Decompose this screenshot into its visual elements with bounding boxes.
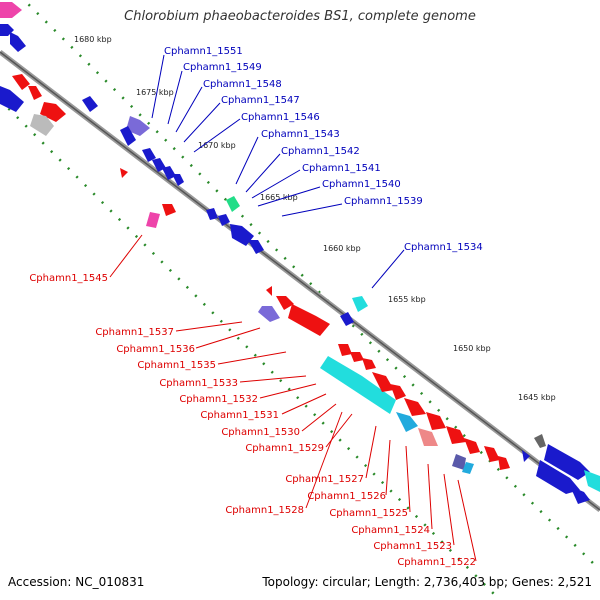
scale-label: 1670 kbp (198, 141, 236, 150)
gene-arrow[interactable] (426, 412, 446, 430)
gene-label[interactable]: Cphamn1_1534 (404, 242, 483, 253)
gene-arrow[interactable] (162, 166, 176, 180)
scale-labels: 1680 kbp 1675 kbp 1670 kbp 1665 kbp 1660… (74, 35, 556, 402)
gene-label[interactable]: Cphamn1_1540 (322, 179, 401, 190)
gene-label[interactable]: Cphamn1_1543 (261, 129, 340, 140)
scale-label: 1655 kbp (388, 295, 426, 304)
gene-arrow[interactable] (30, 114, 54, 136)
gene-arrow[interactable] (350, 352, 364, 362)
gene-label[interactable]: Cphamn1_1531 (200, 410, 279, 421)
gene-label[interactable]: Cphamn1_1536 (116, 344, 195, 355)
scale-label: 1645 kbp (518, 393, 556, 402)
scale-label: 1665 kbp (260, 193, 298, 202)
reverse-genes (0, 74, 510, 474)
gene-arrow[interactable] (142, 148, 156, 162)
gene-label[interactable]: Cphamn1_1537 (95, 327, 174, 338)
gene-arrow[interactable] (452, 454, 466, 470)
gene-arrow[interactable] (12, 74, 30, 90)
gene-arrow[interactable] (418, 428, 438, 446)
gene-label[interactable]: Cphamn1_1546 (241, 112, 320, 123)
gene-arrow[interactable] (338, 344, 352, 356)
gene-arrow[interactable] (536, 460, 580, 494)
gene-arrow[interactable] (172, 174, 184, 186)
gene-label[interactable]: Cphamn1_1547 (221, 95, 300, 106)
gene-arrow[interactable] (258, 306, 280, 322)
gene-label[interactable]: Cphamn1_1532 (179, 394, 258, 405)
gene-label[interactable]: Cphamn1_1542 (281, 146, 360, 157)
gene-arrow[interactable] (226, 196, 240, 212)
gene-label[interactable]: Cphamn1_1523 (373, 541, 452, 552)
gene-arrow[interactable] (120, 168, 128, 178)
gene-arrow[interactable] (0, 86, 24, 112)
gene-arrow[interactable] (390, 384, 406, 400)
inner-tick-track (0, 99, 501, 600)
gene-arrow[interactable] (230, 224, 254, 246)
gene-arrow[interactable] (352, 296, 368, 312)
gene-label[interactable]: Cphamn1_1551 (164, 46, 243, 57)
gene-arrow[interactable] (276, 296, 294, 310)
gene-arrow[interactable] (372, 372, 394, 392)
scale-label: 1675 kbp (136, 88, 174, 97)
gene-arrow[interactable] (218, 214, 230, 226)
forward-gene-labels: Cphamn1_1551 Cphamn1_1549 Cphamn1_1548 C… (164, 46, 483, 253)
gene-arrow[interactable] (534, 434, 546, 448)
forward-leaders (151, 54, 405, 289)
map-title: Chlorobium phaeobacteroides BS1, complet… (124, 9, 476, 24)
gene-label[interactable]: Cphamn1_1530 (221, 427, 300, 438)
gene-arrow[interactable] (162, 204, 176, 216)
gene-arrow[interactable] (484, 446, 500, 462)
gene-arrow[interactable] (462, 462, 474, 474)
gene-label[interactable]: Cphamn1_1535 (137, 360, 216, 371)
outer-tick-track (22, 0, 600, 571)
forward-genes (0, 2, 600, 504)
gene-label[interactable]: Cphamn1_1533 (159, 378, 238, 389)
gene-arrow[interactable] (320, 356, 396, 414)
gene-arrow[interactable] (146, 212, 160, 228)
accession-text: Accession: NC_010831 (8, 575, 145, 589)
gene-arrow[interactable] (82, 96, 98, 112)
scale-label: 1650 kbp (453, 344, 491, 353)
gene-arrow[interactable] (340, 312, 354, 326)
gene-arrow[interactable] (522, 450, 530, 462)
gene-label[interactable]: Cphamn1_1549 (183, 62, 262, 73)
gene-label[interactable]: Cphamn1_1528 (225, 505, 304, 516)
genome-summary-text: Topology: circular; Length: 2,736,403 bp… (262, 575, 592, 589)
gene-label[interactable]: Cphamn1_1525 (329, 508, 408, 519)
gene-arrow[interactable] (266, 286, 272, 296)
scale-label: 1680 kbp (74, 35, 112, 44)
gene-arrow[interactable] (10, 32, 26, 52)
gene-arrow[interactable] (404, 398, 426, 416)
gene-label[interactable]: Cphamn1_1545 (29, 273, 108, 284)
gene-arrow[interactable] (288, 304, 330, 336)
reverse-gene-labels: Cphamn1_1545 Cphamn1_1537 Cphamn1_1536 C… (29, 273, 476, 568)
gene-label[interactable]: Cphamn1_1529 (245, 443, 324, 454)
gene-label[interactable]: Cphamn1_1541 (302, 163, 381, 174)
gene-arrow[interactable] (446, 426, 466, 444)
gene-label[interactable]: Cphamn1_1539 (344, 196, 423, 207)
gene-arrow[interactable] (396, 412, 418, 432)
gene-arrow[interactable] (206, 208, 218, 220)
gene-arrow[interactable] (464, 438, 480, 454)
reverse-leaders (109, 234, 477, 562)
gene-arrow[interactable] (498, 456, 510, 470)
gene-arrow[interactable] (584, 470, 600, 492)
gene-label[interactable]: Cphamn1_1526 (307, 491, 386, 502)
gene-arrow[interactable] (0, 2, 22, 18)
gene-arrow[interactable] (544, 444, 590, 480)
gene-arrow[interactable] (570, 486, 590, 504)
scale-label: 1660 kbp (323, 244, 361, 253)
gene-arrow[interactable] (248, 240, 264, 254)
genome-backbone-line (0, 51, 600, 511)
gene-arrow[interactable] (28, 86, 42, 100)
gene-label[interactable]: Cphamn1_1524 (351, 525, 430, 536)
gene-arrow[interactable] (362, 358, 376, 370)
gene-arrow[interactable] (120, 126, 136, 146)
gene-label[interactable]: Cphamn1_1527 (285, 474, 364, 485)
gene-arrow[interactable] (126, 116, 150, 136)
gene-label[interactable]: Cphamn1_1522 (397, 557, 476, 568)
gene-label[interactable]: Cphamn1_1548 (203, 79, 282, 90)
